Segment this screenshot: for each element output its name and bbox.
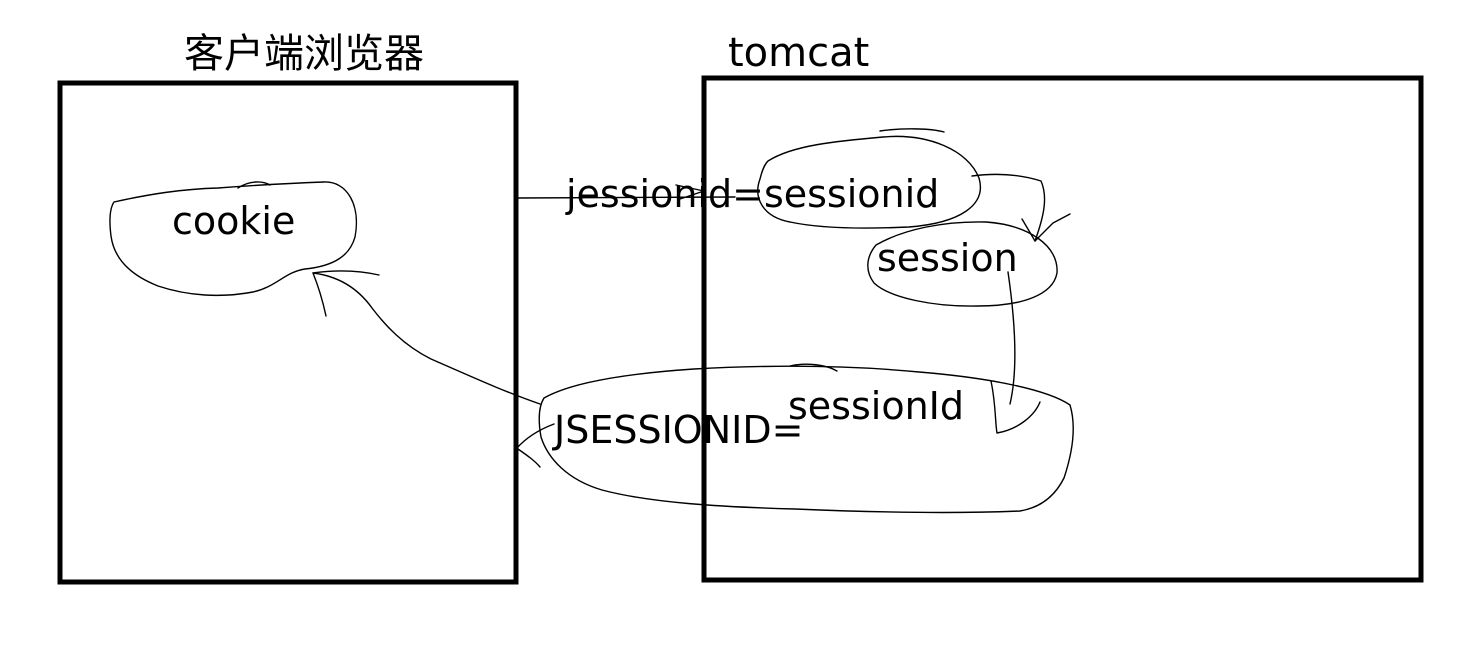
tomcat-box: [701, 75, 1424, 583]
response-bubble-scribble: [789, 363, 838, 372]
request-arrow-tip: [675, 184, 705, 200]
response-prefix-label: JSESSIONID=: [552, 408, 803, 452]
request-label: jessionid=sessionid: [565, 172, 939, 216]
session-lookup-arrow: [971, 173, 1046, 242]
cookie-label: cookie: [172, 199, 295, 243]
cookie-bubble-scribble: [237, 181, 271, 189]
tomcat-title: tomcat: [728, 30, 869, 76]
session-to-response-arrow: [1007, 271, 1016, 405]
sessionid-bubble: [757, 135, 982, 229]
client-browser-box: [57, 80, 519, 585]
session-bubble: [867, 221, 1058, 307]
response-to-cookie-arrow: [312, 272, 541, 405]
session-lookup-arrow-head: [1021, 213, 1071, 242]
session-label: session: [877, 236, 1018, 280]
response-to-browser-arrow: [516, 423, 555, 449]
request-line: [516, 196, 736, 199]
response-to-browser-scribble: [517, 448, 541, 468]
response-value-label: sessionId: [788, 384, 964, 428]
response-to-cookie-arrow-head: [312, 270, 380, 317]
session-to-response-arrow-head: [990, 380, 1041, 434]
response-bubble: [538, 365, 1074, 514]
sessionid-bubble-scribble: [879, 128, 945, 133]
cookie-bubble: [109, 181, 357, 297]
client-browser-title: 客户端浏览器: [184, 31, 424, 77]
